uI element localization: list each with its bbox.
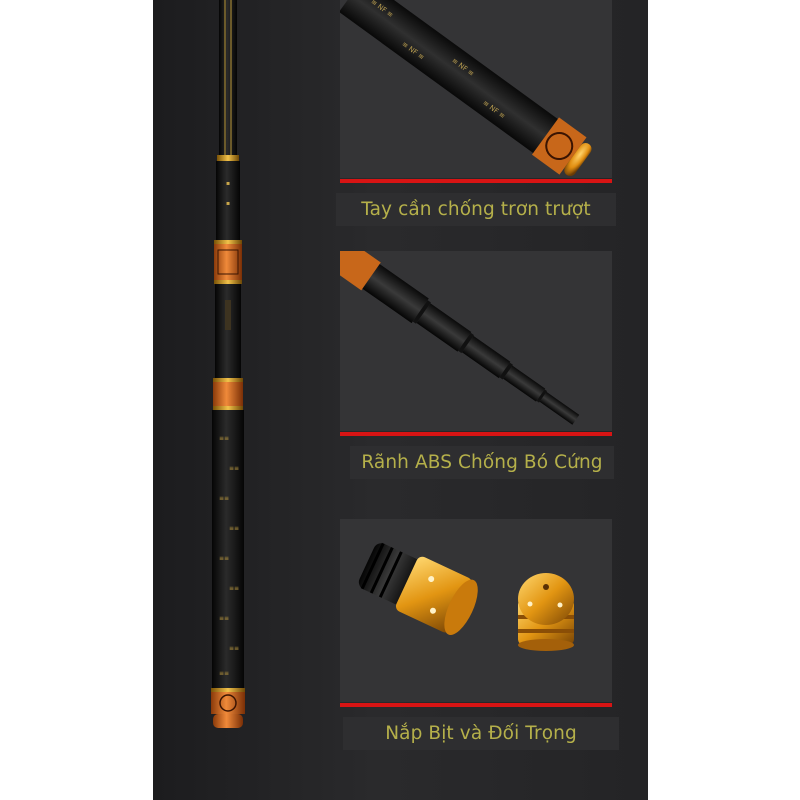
caption-groove: Rãnh ABS Chống Bó Cứng: [350, 446, 614, 479]
red-divider-1: [340, 179, 612, 183]
end-cap-image: [358, 542, 574, 651]
svg-text:≡≡: ≡≡: [219, 615, 229, 622]
svg-text:≡≡: ≡≡: [219, 435, 229, 442]
svg-text:≡≡: ≡≡: [229, 645, 239, 652]
groove-closeup-panel: [340, 251, 612, 431]
rod-grip-image: ≡ NF ≡≡ NF ≡ ≡ NF ≡≡ NF ≡: [340, 0, 592, 177]
caption-grip: Tay cần chống trơn trượt: [336, 193, 616, 226]
grip-closeup-panel: ≡ NF ≡≡ NF ≡ ≡ NF ≡≡ NF ≡: [340, 0, 612, 178]
svg-text:▪: ▪: [226, 200, 230, 207]
product-poster: ▪ ▪ ≡≡ ≡≡ ≡≡ ≡≡ ≡≡ ≡≡ ≡≡ ≡≡ ≡≡: [153, 0, 648, 800]
svg-text:▪: ▪: [226, 180, 230, 187]
caption-cap: Nắp Bịt và Đối Trọng: [343, 717, 619, 750]
svg-text:≡≡: ≡≡: [219, 495, 229, 502]
red-divider-2: [340, 432, 612, 436]
red-divider-3: [340, 703, 612, 707]
svg-text:≡≡: ≡≡: [229, 585, 239, 592]
fishing-rod-image: ▪ ▪ ≡≡ ≡≡ ≡≡ ≡≡ ≡≡ ≡≡ ≡≡ ≡≡ ≡≡: [211, 0, 245, 728]
svg-text:≡≡: ≡≡: [219, 555, 229, 562]
svg-text:≡≡: ≡≡: [229, 465, 239, 472]
svg-text:≡≡: ≡≡: [229, 525, 239, 532]
endcap-closeup-panel: [340, 519, 612, 702]
svg-text:≡≡: ≡≡: [219, 670, 229, 677]
rod-groove-image: [340, 251, 580, 425]
